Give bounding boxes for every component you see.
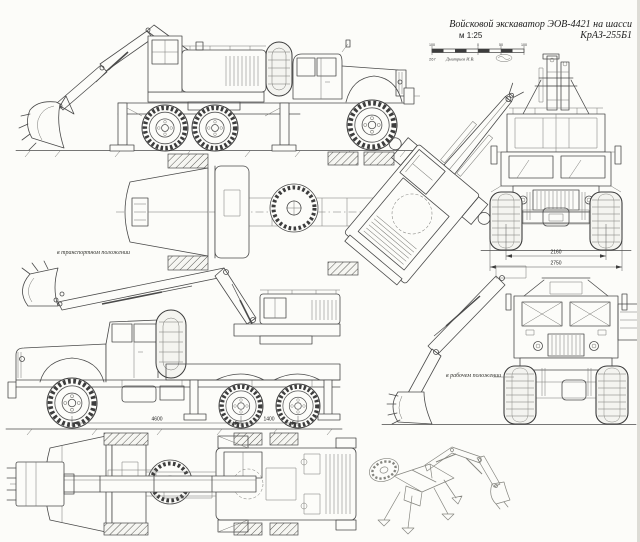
bucket (18, 101, 65, 151)
truck-cab (292, 39, 351, 100)
plan-tires (103, 432, 299, 536)
scale-number-2: 50 (499, 43, 503, 47)
ground-line (5, 428, 343, 436)
spare-wheel (155, 309, 187, 379)
view-plan-rotated (116, 82, 524, 286)
boom-plan (61, 469, 257, 499)
wheels (47, 378, 320, 428)
drawing-title: Войсковой экскаватор ЭОВ-4421 на шасси К… (449, 19, 632, 41)
sketch-body (393, 463, 455, 507)
bucket-on-ground (386, 391, 433, 425)
truck-plan-hood (124, 165, 250, 259)
rotated-platform (344, 82, 524, 286)
scale-bar-graphic (431, 46, 525, 55)
dimension-lines: 4600 1400 (71, 416, 299, 426)
dimension-lines: 2160 2750 (489, 224, 623, 271)
spare-wheel (265, 41, 293, 97)
truck-front (505, 277, 640, 371)
scale-bar: 100 0 50 100 267 Дмитриев И.В. (429, 43, 527, 62)
boom-end-on (522, 53, 590, 115)
view-side-working (15, 24, 425, 158)
plan-tires (167, 151, 395, 276)
sketch-tire (369, 458, 399, 482)
excavator-house-front (506, 107, 606, 153)
outriggers-stowed (183, 379, 341, 421)
truck-hood (341, 65, 420, 105)
scale-label: м 1:25 (459, 31, 483, 40)
view-front-working (381, 265, 640, 425)
dim-wheelbase: 4600 (151, 417, 162, 423)
sheet-note: 267 (429, 57, 436, 62)
working-position-label: в рабочем положении (446, 373, 502, 379)
transport-position-label: в транспортном положении (57, 250, 130, 256)
author-name: Дмитриев И.В. (445, 57, 474, 62)
dim-overall-width: 2750 (550, 261, 561, 267)
bucket-plan (6, 461, 75, 507)
scale-number-0: 100 (429, 43, 435, 47)
sketch-outrigger-legs (377, 479, 463, 535)
view-sketch-perspective (369, 446, 511, 535)
bucket-transport (21, 260, 65, 307)
dim-track: 2160 (550, 250, 561, 256)
boom-transport (57, 267, 257, 325)
view-plan-transport (6, 432, 357, 536)
excavator-house (147, 35, 267, 111)
truck-hood-cab (7, 319, 159, 399)
signature-icon (495, 54, 513, 62)
axle-assembly (522, 192, 590, 227)
scan-page-edge (637, 0, 640, 542)
sketch-boom (424, 446, 501, 488)
excavator-platform (233, 289, 341, 345)
scale-number-1: 0 (477, 43, 479, 47)
truck-cab-front (490, 145, 622, 193)
scale-number-3: 100 (521, 43, 527, 47)
spare-wheel-plan (269, 183, 319, 233)
sketch-bucket (490, 481, 511, 510)
wheels-front-view (503, 365, 629, 425)
view-front-top: 2160 2750 (480, 53, 632, 271)
view-side-transport: 4600 1400 (5, 260, 343, 436)
dim-bogie-base: 1400 (263, 417, 274, 423)
